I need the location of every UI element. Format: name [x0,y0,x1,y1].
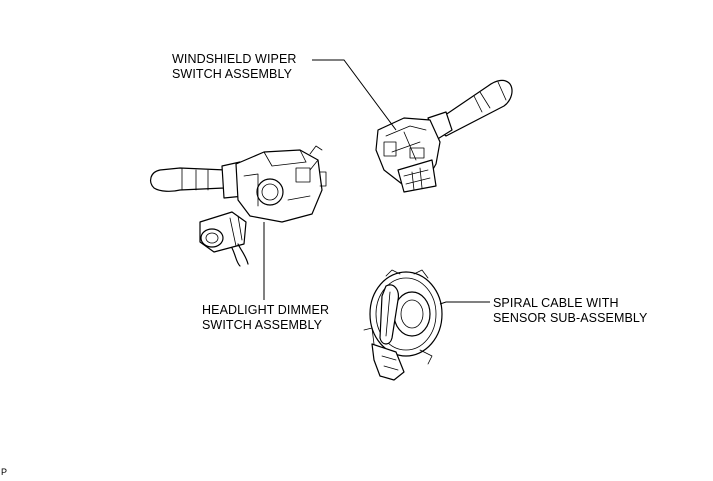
label-line: HEADLIGHT DIMMER [202,303,330,317]
leader-line-spiral [439,301,490,305]
headlight-dimmer-switch-drawing [150,145,327,267]
label-line: SWITCH ASSEMBLY [202,318,323,332]
label-spiral-cable-with-sensor-sub-assembly: SPIRAL CABLE WITH SENSOR SUB-ASSEMBLY [493,296,648,326]
label-line: SWITCH ASSEMBLY [172,67,293,81]
label-line: SENSOR SUB-ASSEMBLY [493,311,648,325]
spiral-cable-drawing [363,269,443,381]
reference-code: P [1,467,8,477]
label-headlight-dimmer-switch-assembly: HEADLIGHT DIMMER SWITCH ASSEMBLY [202,303,329,333]
label-windshield-wiper-switch-assembly: WINDSHIELD WIPER SWITCH ASSEMBLY [172,52,297,82]
leader-line-wiper [312,59,397,131]
windshield-wiper-switch-drawing [375,79,513,193]
label-line: SPIRAL CABLE WITH [493,296,619,310]
label-line: WINDSHIELD WIPER [172,52,297,66]
